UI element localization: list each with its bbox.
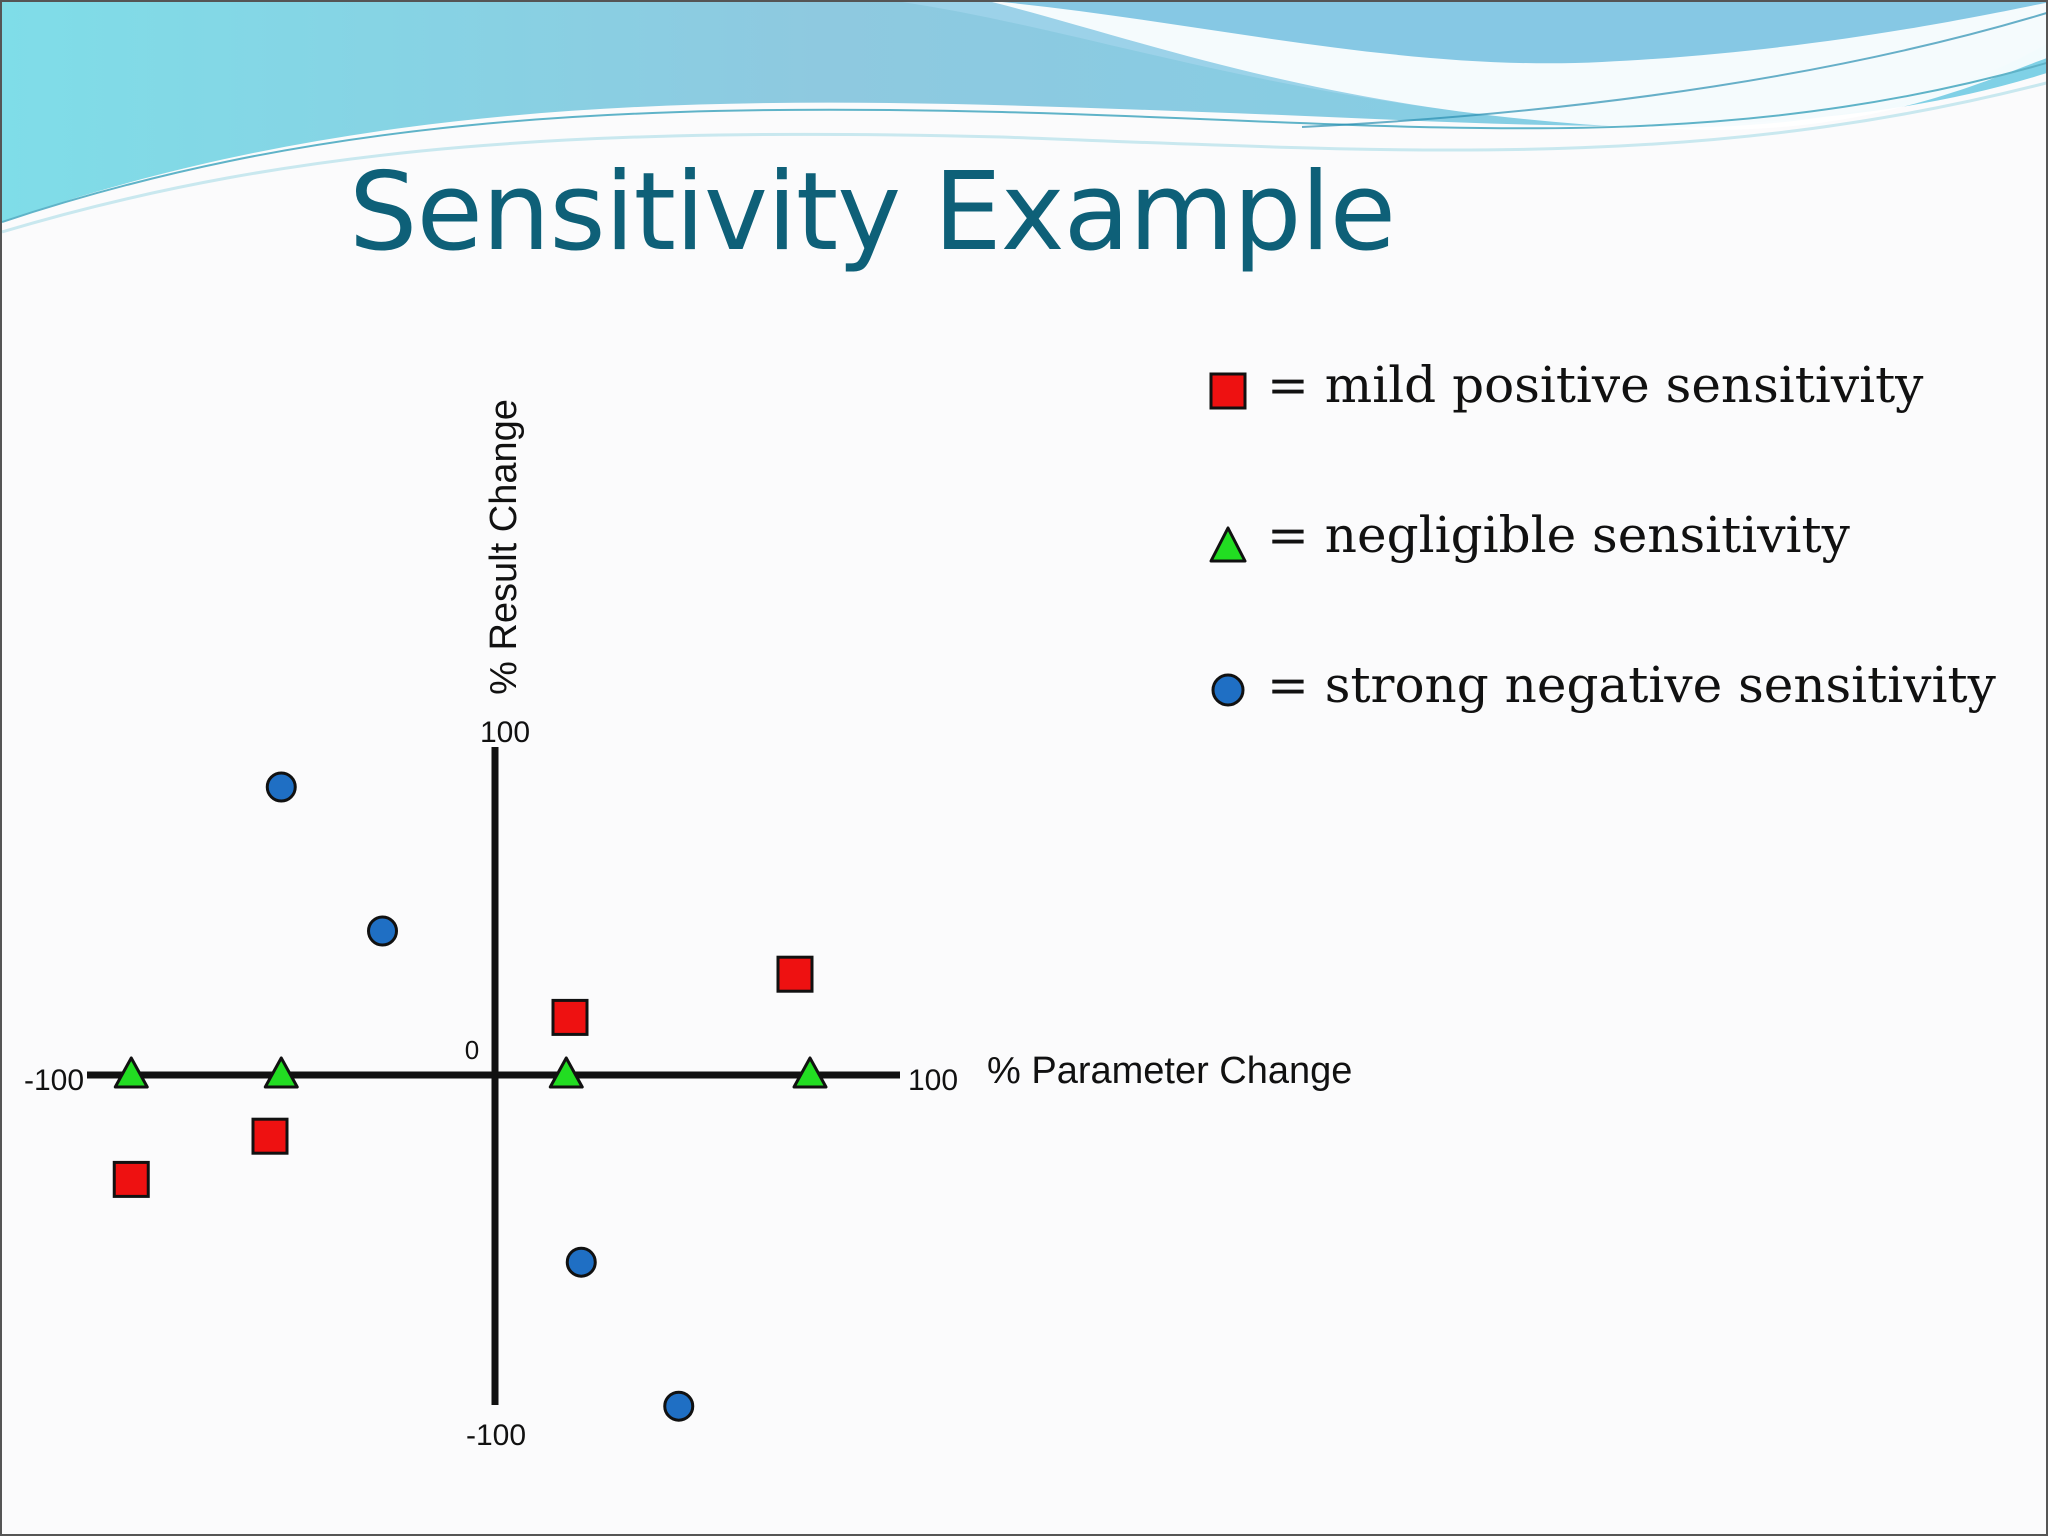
- legend-label: = mild positive sensitivity: [1267, 356, 1924, 414]
- page-title: Sensitivity Example: [348, 150, 1396, 275]
- point-strong-negative-4: [663, 1390, 695, 1422]
- point-mild-positive-1: [112, 1160, 150, 1198]
- point-negligible-2: [263, 1056, 299, 1089]
- green-triangle-icon: [1209, 526, 1247, 563]
- y-axis-label: % Result Change: [483, 399, 525, 695]
- y-tick-label-bottom: -100: [466, 1419, 526, 1452]
- y-tick-label-top: 100: [480, 716, 530, 749]
- point-negligible-3: [548, 1056, 584, 1089]
- x-axis-label: % Parameter Change: [987, 1050, 1352, 1092]
- legend-item-negligible: = negligible sensitivity: [1207, 510, 1987, 580]
- x-tick-label-right: 100: [908, 1064, 958, 1097]
- data-marks: [112, 771, 828, 1422]
- x-tick-label-left: -100: [24, 1064, 84, 1097]
- point-negligible-4: [792, 1056, 828, 1089]
- point-negligible-1: [113, 1056, 149, 1089]
- red-square-icon: [1209, 372, 1247, 410]
- point-mild-positive-3: [551, 998, 589, 1036]
- origin-label: 0: [465, 1035, 479, 1065]
- legend-label: = strong negative sensitivity: [1267, 656, 1996, 714]
- header-wave-decoration: [2, 2, 2046, 234]
- point-mild-positive-2: [251, 1117, 289, 1155]
- legend-item-mild-positive: = mild positive sensitivity: [1207, 360, 1987, 430]
- blue-circle-icon: [1211, 673, 1245, 707]
- point-strong-negative-1: [265, 771, 297, 803]
- legend-label: = negligible sensitivity: [1267, 506, 1850, 564]
- legend-item-strong-negative: = strong negative sensitivity: [1207, 660, 1996, 730]
- point-strong-negative-2: [367, 915, 398, 947]
- point-strong-negative-3: [565, 1246, 597, 1278]
- point-mild-positive-4: [776, 955, 814, 993]
